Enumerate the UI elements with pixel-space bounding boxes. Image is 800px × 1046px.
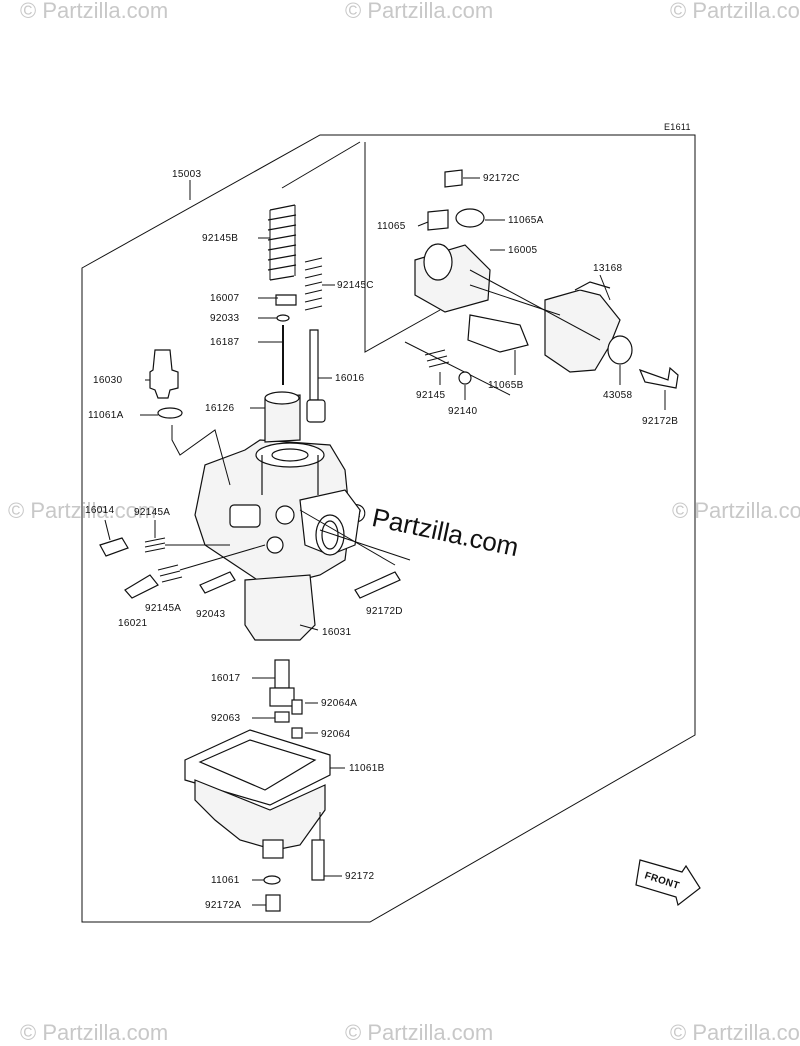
watermark-group: © Partzilla.com © Partzilla.com © Partzi… [8,0,800,1045]
fitting-16030 [149,349,183,419]
jet-92064A [291,699,303,715]
float-bowl [184,729,331,859]
part-label: 11061B [349,763,385,774]
part-label: 92145 [416,390,445,401]
part-label: 16005 [508,245,537,256]
part-label: 92172B [642,416,678,427]
clip-16007 [275,294,297,306]
screw-92172B [638,366,679,389]
bracket-line [281,141,361,189]
part-label: 11061A [88,410,124,421]
leader-lines [104,177,666,906]
part-label: 92064 [321,729,350,740]
part-label: 11065A [508,215,544,226]
watermark: © Partzilla.com [20,1020,168,1045]
part-label: 16030 [93,375,122,386]
needle-spring [304,257,323,311]
part-label: 43058 [603,390,632,401]
part-label: 11061 [211,875,240,886]
screw-16021 [124,574,159,599]
lever-tab [574,281,611,291]
center-watermark: © Partzilla.com [344,497,522,563]
part-label: 92064A [321,698,357,709]
screw-92172D [354,571,401,599]
part-label: 16014 [85,505,114,516]
part-label: 11065 [377,221,406,232]
part-label: 16126 [205,403,234,414]
part-label: 92043 [196,609,225,620]
needle-jet-16017-base [269,687,295,707]
bracket-line [404,341,511,396]
screw-16014 [99,537,129,557]
part-label: 92172A [205,900,241,911]
watermark: © Partzilla.com [672,498,800,523]
washer-43058 [607,335,633,365]
plug-92172A [265,894,281,912]
screw-92172C [444,169,463,188]
part-label: 15003 [172,169,201,180]
diagram-code: E1611 [664,122,691,132]
part-label: 92145B [202,233,238,244]
part-label: 92145A [145,603,181,614]
jet-92064 [291,727,303,739]
part-label: 13168 [593,263,622,274]
jet-92063 [274,711,290,723]
pin-92043 [199,571,236,594]
spring-92145A-lower [157,564,183,583]
spring-92145 [424,349,450,368]
screw-92172 [311,839,325,881]
front-arrow-icon [635,859,701,907]
throttle-spring [267,204,297,281]
part-label: 16021 [118,618,147,629]
assembly-frame [81,134,696,923]
part-label: 16017 [211,673,240,684]
bracket-line [364,142,441,353]
part-label: 92172D [366,606,403,617]
needle-jet-16017 [274,659,290,689]
part-labels: 15003 92145B 92145C 16007 92033 16187 16… [85,169,678,911]
cap-11065A [455,208,485,228]
cable-16016 [309,329,319,401]
cap-11065 [427,209,449,231]
choke-bracket-16005 [414,243,491,313]
part-label: 92140 [448,406,477,417]
part-label: 92172C [483,173,520,184]
part-label: 16187 [210,337,239,348]
carburetor-body [194,439,361,641]
part-label: 16007 [210,293,239,304]
pad-11065B [467,314,529,353]
ball-92140 [458,371,472,385]
gasket-11061 [263,875,281,885]
watermark: © Partzilla.com [20,0,168,23]
watermark: © Partzilla.com [345,1020,493,1045]
watermark: © Partzilla.com [345,0,493,23]
part-label: 92145C [337,280,374,291]
spring-92145A [144,537,166,553]
part-label: 92172 [345,871,374,882]
part-label: 16016 [335,373,364,384]
part-label: 11065B [488,380,524,391]
part-label: 92063 [211,713,240,724]
fitting-16016 [306,399,326,423]
watermark: © Partzilla.com [670,0,800,23]
part-label: 16031 [322,627,351,638]
clip-92033 [276,314,290,322]
watermark: © Partzilla.com [670,1020,800,1045]
part-label: 92033 [210,313,239,324]
part-label: 92145A [134,507,170,518]
